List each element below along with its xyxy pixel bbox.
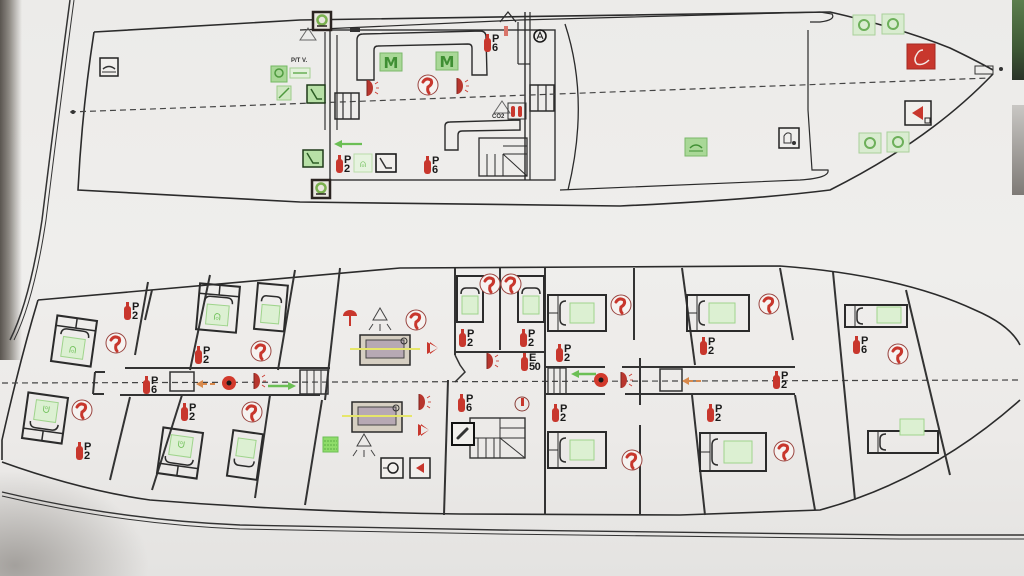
- cabin-beds: [20, 275, 939, 481]
- adjacent-sheet-edge-2: [1012, 105, 1024, 195]
- svg-text:M: M: [440, 53, 455, 71]
- co2-label: CO2: [492, 114, 505, 120]
- lower-deck-plan: [1, 265, 1024, 540]
- adjacent-sheet-edge: [1012, 0, 1024, 80]
- svg-text:M: M: [384, 54, 399, 72]
- engine-room: [322, 307, 438, 479]
- photo-edge-shadow: [0, 0, 22, 360]
- upper-deck-plan: [9, 0, 1003, 341]
- photo-corner-shadow: [0, 470, 150, 576]
- upper-deck-icons: ⍝ M M: [99, 10, 936, 200]
- fire-station-label: P/T V.: [291, 58, 308, 64]
- svg-text:⍝: ⍝: [360, 159, 366, 170]
